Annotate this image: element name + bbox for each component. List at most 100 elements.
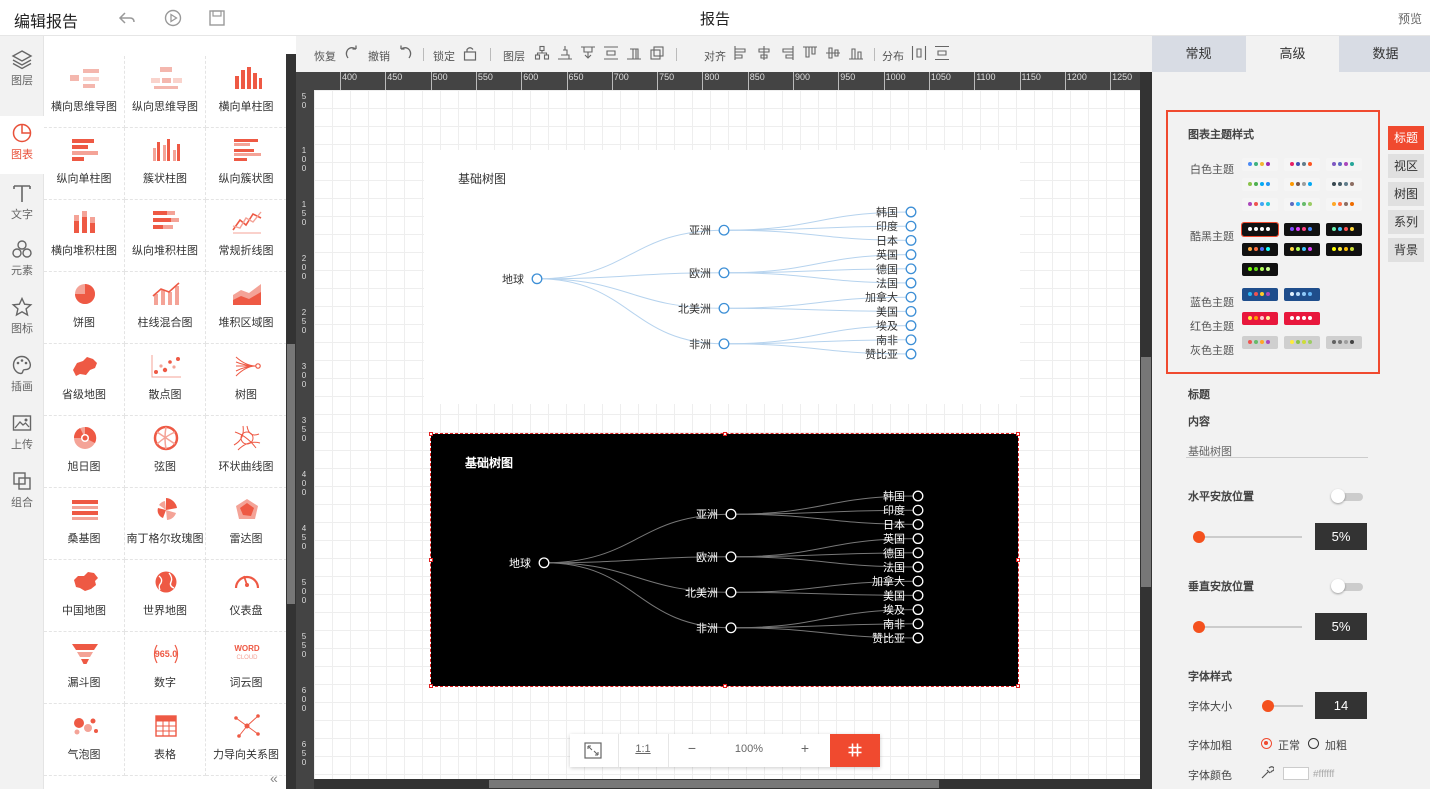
- theme-swatch[interactable]: [1242, 263, 1278, 276]
- preview-button[interactable]: 预览: [1397, 12, 1422, 26]
- palette-item-globe[interactable]: 世界地图: [125, 560, 206, 632]
- side-tab-background[interactable]: 背景: [1388, 238, 1424, 262]
- font-size-value[interactable]: 14: [1315, 692, 1367, 719]
- palette-item-line[interactable]: 常规折线图: [206, 200, 287, 272]
- tree-node-branch[interactable]: [725, 622, 737, 634]
- theme-swatch[interactable]: [1242, 198, 1278, 211]
- theme-swatch[interactable]: [1242, 243, 1278, 256]
- theme-swatch[interactable]: [1326, 198, 1362, 211]
- tree-node-leaf[interactable]: [905, 320, 917, 332]
- nav-layers[interactable]: 图层: [0, 42, 44, 100]
- theme-swatch[interactable]: [1326, 178, 1362, 191]
- tree-node-branch[interactable]: [718, 302, 730, 314]
- grid-toggle-button[interactable]: [830, 734, 880, 767]
- palette-item-radar[interactable]: 雷达图: [206, 488, 287, 560]
- palette-item-area[interactable]: 堆积区域图: [206, 272, 287, 344]
- theme-swatch[interactable]: [1284, 336, 1320, 349]
- tree-node-leaf[interactable]: [912, 490, 924, 502]
- canvas-scrollbar-horizontal[interactable]: [314, 779, 1140, 789]
- eyedropper-icon[interactable]: [1260, 766, 1274, 780]
- palette-item-chord[interactable]: 弦图: [125, 416, 206, 488]
- tree-node-leaf[interactable]: [912, 575, 924, 587]
- tree-node-leaf[interactable]: [905, 206, 917, 218]
- undo-icon[interactable]: [118, 9, 136, 27]
- tree-chart-light[interactable]: 基础树图 地球亚洲欧洲北美洲非洲韩国印度日本英国德国法国加拿大美国埃及南非赞比亚: [424, 150, 1020, 404]
- tab-data[interactable]: 数据: [1372, 46, 1399, 61]
- tree-node-leaf[interactable]: [912, 533, 924, 545]
- align-bottom-icon[interactable]: [848, 45, 864, 61]
- palette-item-bar-stack[interactable]: 横向堆积柱图: [44, 200, 125, 272]
- tree-chart-dark-selected[interactable]: 基础树图 地球亚洲欧洲北美洲非洲韩国印度日本英国德国法国加拿大美国埃及南非赞比亚: [429, 432, 1020, 688]
- zoom-out-button[interactable]: −: [687, 740, 697, 756]
- slider-knob[interactable]: [1262, 700, 1274, 712]
- undo-button[interactable]: 撤销: [368, 51, 390, 63]
- palette-item-bar-h-stack[interactable]: 纵向堆积柱图: [125, 200, 206, 272]
- nav-charts[interactable]: 图表: [0, 116, 44, 174]
- palette-scroll-thumb[interactable]: [287, 344, 295, 604]
- palette-item-scatter[interactable]: 散点图: [125, 344, 206, 416]
- side-tab-series[interactable]: 系列: [1388, 210, 1424, 234]
- nav-icons[interactable]: 图标: [0, 290, 44, 348]
- align-left-icon[interactable]: [733, 45, 749, 61]
- lock-button[interactable]: 锁定: [433, 51, 455, 63]
- tab-advanced[interactable]: 高级: [1246, 36, 1339, 72]
- fit-screen-icon[interactable]: [584, 742, 602, 759]
- resize-handle[interactable]: [429, 684, 433, 688]
- actual-size-button[interactable]: 1:1: [635, 743, 651, 755]
- redo-button[interactable]: 恢复: [314, 51, 336, 63]
- distribute-v-icon[interactable]: [934, 45, 950, 61]
- tree-node-leaf[interactable]: [912, 632, 924, 644]
- align-right-icon[interactable]: [779, 45, 795, 61]
- copy-style-icon[interactable]: [649, 45, 665, 61]
- tree-node-leaf[interactable]: [905, 277, 917, 289]
- tree-node-root[interactable]: [538, 557, 550, 569]
- v-position-value[interactable]: 5%: [1315, 613, 1367, 640]
- theme-swatch[interactable]: [1326, 336, 1362, 349]
- resize-handle[interactable]: [1016, 684, 1020, 688]
- tree-node-leaf[interactable]: [905, 263, 917, 275]
- h-position-value[interactable]: 5%: [1315, 523, 1367, 550]
- theme-swatch[interactable]: [1284, 243, 1320, 256]
- nav-upload[interactable]: 上传: [0, 406, 44, 464]
- tree-node-root[interactable]: [531, 273, 543, 285]
- palette-item-tree[interactable]: 树图: [206, 344, 287, 416]
- theme-swatch[interactable]: [1242, 288, 1278, 301]
- save-icon[interactable]: [208, 9, 226, 27]
- redo-icon[interactable]: [344, 45, 360, 61]
- palette-item-bar-v[interactable]: 横向单柱图: [206, 56, 287, 128]
- tree-node-leaf[interactable]: [905, 305, 917, 317]
- align-center-h-icon[interactable]: [756, 45, 772, 61]
- tree-node-branch[interactable]: [725, 551, 737, 563]
- theme-swatch[interactable]: [1242, 336, 1278, 349]
- resize-handle[interactable]: [429, 432, 433, 436]
- align-top-icon[interactable]: [802, 45, 818, 61]
- font-color-value[interactable]: #ffffff: [1313, 769, 1335, 780]
- tree-node-leaf[interactable]: [905, 334, 917, 346]
- theme-swatch[interactable]: [1284, 223, 1320, 236]
- canvas-scrollbar-vertical[interactable]: [1140, 72, 1152, 789]
- nav-elements[interactable]: 元素: [0, 232, 44, 290]
- side-tab-title[interactable]: 标题: [1388, 126, 1424, 150]
- resize-handle[interactable]: [722, 684, 727, 688]
- palette-item-sunburst[interactable]: 旭日图: [44, 416, 125, 488]
- tree-node-leaf[interactable]: [905, 220, 917, 232]
- align-middle-v-icon[interactable]: [825, 45, 841, 61]
- resize-handle[interactable]: [1016, 432, 1020, 436]
- slider-knob[interactable]: [1193, 531, 1205, 543]
- v-position-toggle[interactable]: [1331, 579, 1363, 593]
- theme-swatch[interactable]: [1284, 312, 1320, 325]
- resize-handle[interactable]: [722, 432, 727, 436]
- nav-illustrations[interactable]: 插画: [0, 348, 44, 406]
- weight-normal-radio[interactable]: [1261, 738, 1272, 749]
- palette-item-funnel[interactable]: 漏斗图: [44, 632, 125, 704]
- palette-item-bubble[interactable]: 气泡图: [44, 704, 125, 776]
- palette-scrollbar[interactable]: [286, 54, 296, 789]
- palette-item-gauge[interactable]: 仪表盘: [206, 560, 287, 632]
- play-icon[interactable]: [164, 9, 182, 27]
- tree-node-leaf[interactable]: [912, 504, 924, 516]
- theme-swatch[interactable]: [1241, 222, 1279, 237]
- tree-node-leaf[interactable]: [912, 518, 924, 530]
- h-position-toggle[interactable]: [1331, 489, 1363, 503]
